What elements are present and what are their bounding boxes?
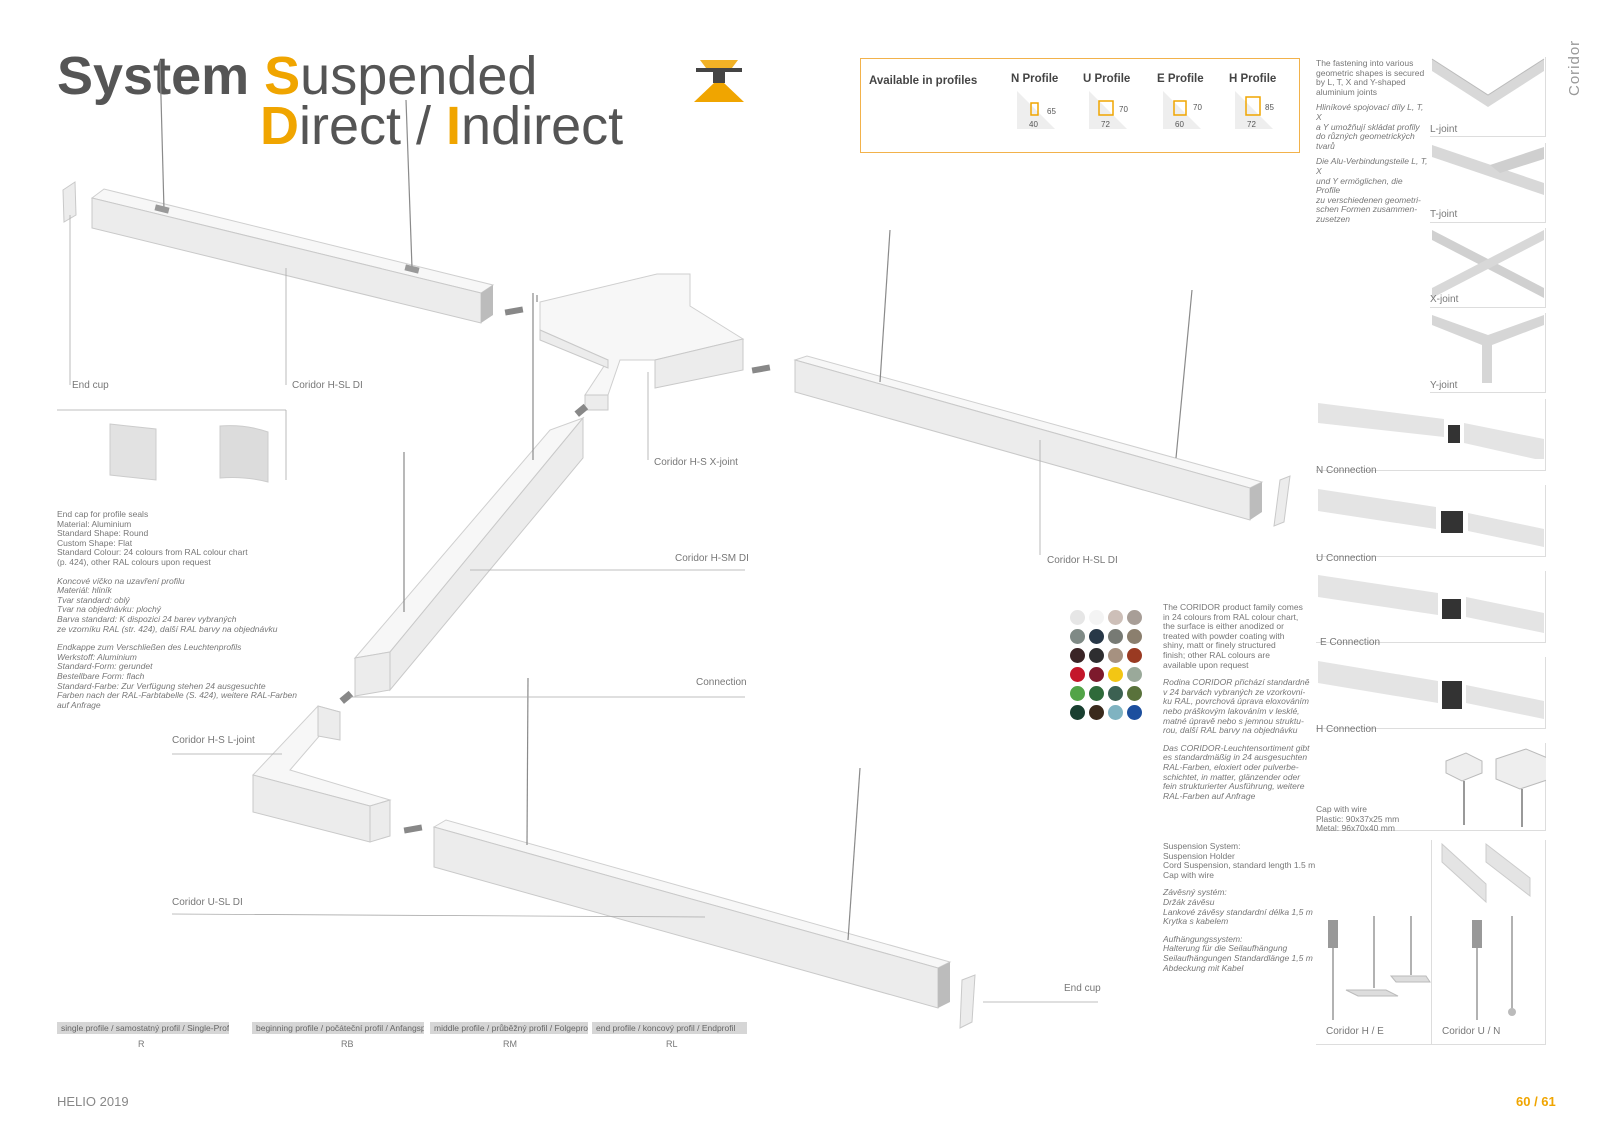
- code-rb: RB: [341, 1039, 354, 1049]
- n-connection-thumb: N Connection: [1316, 399, 1546, 476]
- colour-chip: [1089, 629, 1104, 644]
- colour-chip: [1127, 610, 1142, 625]
- colour-chip: [1127, 705, 1142, 720]
- profile-usl-di: [433, 826, 939, 1009]
- cap-plastic-size: Plastic: 90x37x25 mm: [1316, 813, 1400, 824]
- joints-description: The fastening into various geometric sha…: [1316, 58, 1428, 224]
- label-end-cup-top: End cup: [72, 380, 109, 391]
- tab-beginning-profile: beginning profile / počáteční profil / A…: [252, 1022, 424, 1034]
- colour-chip: [1127, 667, 1142, 682]
- profile-e: E Profile 70 60: [1157, 73, 1229, 138]
- colour-chip: [1089, 648, 1104, 663]
- colour-chip: [1108, 686, 1123, 701]
- title-initial-s: S: [264, 46, 301, 106]
- cap-with-wire-thumb: Cap with wire Plastic: 90x37x25 mm Metal…: [1316, 743, 1546, 834]
- end-cap-bottom: [959, 974, 976, 1029]
- label-usl-di: Coridor U-SL DI: [172, 897, 243, 908]
- end-cap-top: [62, 181, 77, 223]
- page-title: System Suspended: [57, 46, 537, 106]
- t-joint-thumb: T-joint: [1430, 143, 1546, 223]
- x-joint-top: [539, 273, 745, 396]
- colour-chip: [1070, 610, 1085, 625]
- colour-chip: [1089, 667, 1104, 682]
- colour-chip: [1127, 629, 1142, 644]
- suspension-description: Suspension System: Suspension Holder Cor…: [1163, 841, 1316, 973]
- colour-chip: [1089, 610, 1104, 625]
- colour-chip: [1070, 629, 1085, 644]
- colour-chip: [1127, 648, 1142, 663]
- end-cap-right: [1273, 475, 1291, 527]
- code-r: R: [138, 1039, 145, 1049]
- colour-chip: [1070, 667, 1085, 682]
- title-word-suspended: uspended: [300, 46, 538, 106]
- cap-metal-size: Metal: 96x70x40 mm: [1316, 823, 1395, 834]
- footer-page-number: 60 / 61: [1516, 1094, 1556, 1109]
- profiles-heading: Available in profiles: [869, 75, 978, 87]
- suspension-he-thumb: Coridor H / E: [1316, 840, 1432, 1045]
- colour-chip: [1089, 686, 1104, 701]
- label-hsl-di-top: Coridor H-SL DI: [292, 380, 363, 391]
- footer-catalogue-name: HELIO 2019: [57, 1094, 129, 1109]
- profile-u: U Profile 70 72: [1083, 73, 1155, 138]
- profile-n: N Profile 65 40: [1011, 73, 1083, 138]
- system-isometric-drawing: [57, 59, 1291, 1029]
- cap-with-wire-title: Cap with wire: [1316, 804, 1368, 814]
- colour-description: The CORIDOR product family comes in 24 c…: [1163, 602, 1310, 801]
- tab-middle-profile: middle profile / průběžný profil / Folge…: [430, 1022, 588, 1034]
- side-category-label: Coridor: [1566, 39, 1583, 96]
- colour-chip: [1108, 648, 1123, 663]
- title-word-system: System: [57, 46, 250, 106]
- end-cap-description: End cap for profile seals Material: Alum…: [57, 509, 298, 710]
- label-hsl-di-right: Coridor H-SL DI: [1047, 555, 1118, 566]
- profile-hsl-di-right: [794, 359, 1251, 521]
- title-word-direct: irect: [299, 96, 402, 156]
- n-profile-icon: [1017, 91, 1055, 129]
- u-profile-icon: [1089, 91, 1127, 129]
- title-word-indirect: ndirect: [461, 96, 624, 156]
- end-cap-sample-round: [109, 423, 157, 481]
- title-initial-i: I: [446, 96, 462, 156]
- u-connection-thumb: U Connection: [1316, 485, 1546, 564]
- h-profile-icon: [1235, 91, 1273, 129]
- page-subtitle: Direct / Indirect: [260, 96, 623, 156]
- label-end-cup-bottom: End cup: [1064, 983, 1101, 994]
- l-joint-thumb: L-joint: [1430, 57, 1546, 137]
- colour-chip: [1108, 629, 1123, 644]
- suspension-un-thumb: Coridor U / N: [1432, 840, 1546, 1045]
- colour-chip: [1127, 686, 1142, 701]
- direct-indirect-light-icon: [694, 60, 744, 102]
- label-hs-l-joint: Coridor H-S L-joint: [172, 735, 255, 746]
- profiles-box: Available in profiles N Profile 65 40 U …: [860, 58, 1300, 153]
- e-profile-icon: [1163, 91, 1201, 129]
- label-hsm-di: Coridor H-SM DI: [675, 553, 749, 564]
- e-connection-thumb: E Connection: [1316, 571, 1546, 648]
- colour-chip: [1108, 667, 1123, 682]
- x-joint-thumb: X-joint: [1430, 228, 1546, 308]
- label-connection: Connection: [696, 677, 747, 688]
- title-initial-d: D: [260, 96, 299, 156]
- colour-chip: [1089, 705, 1104, 720]
- profile-hsm-di: [389, 416, 584, 692]
- code-rm: RM: [503, 1039, 517, 1049]
- colour-chip: [1070, 686, 1085, 701]
- end-cap-sample-flat: [219, 425, 269, 483]
- h-connection-thumb: H Connection: [1316, 657, 1546, 735]
- tab-end-profile: end profile / koncový profil / Endprofil: [592, 1022, 747, 1034]
- tab-single-profile: single profile / samostatný profil / Sin…: [57, 1022, 229, 1034]
- y-joint-thumb: Y-joint: [1430, 313, 1546, 393]
- colour-chip: [1108, 610, 1123, 625]
- colour-chip: [1108, 705, 1123, 720]
- colour-chip: [1070, 705, 1085, 720]
- profile-h: H Profile 85 72: [1229, 73, 1301, 138]
- title-separator: /: [401, 96, 447, 156]
- profile-hsl-di-top: [91, 197, 482, 324]
- label-hs-x-joint: Coridor H-S X-joint: [654, 457, 738, 468]
- ral-colour-chart: [1070, 610, 1160, 720]
- colour-chip: [1070, 648, 1085, 663]
- code-rl: RL: [666, 1039, 678, 1049]
